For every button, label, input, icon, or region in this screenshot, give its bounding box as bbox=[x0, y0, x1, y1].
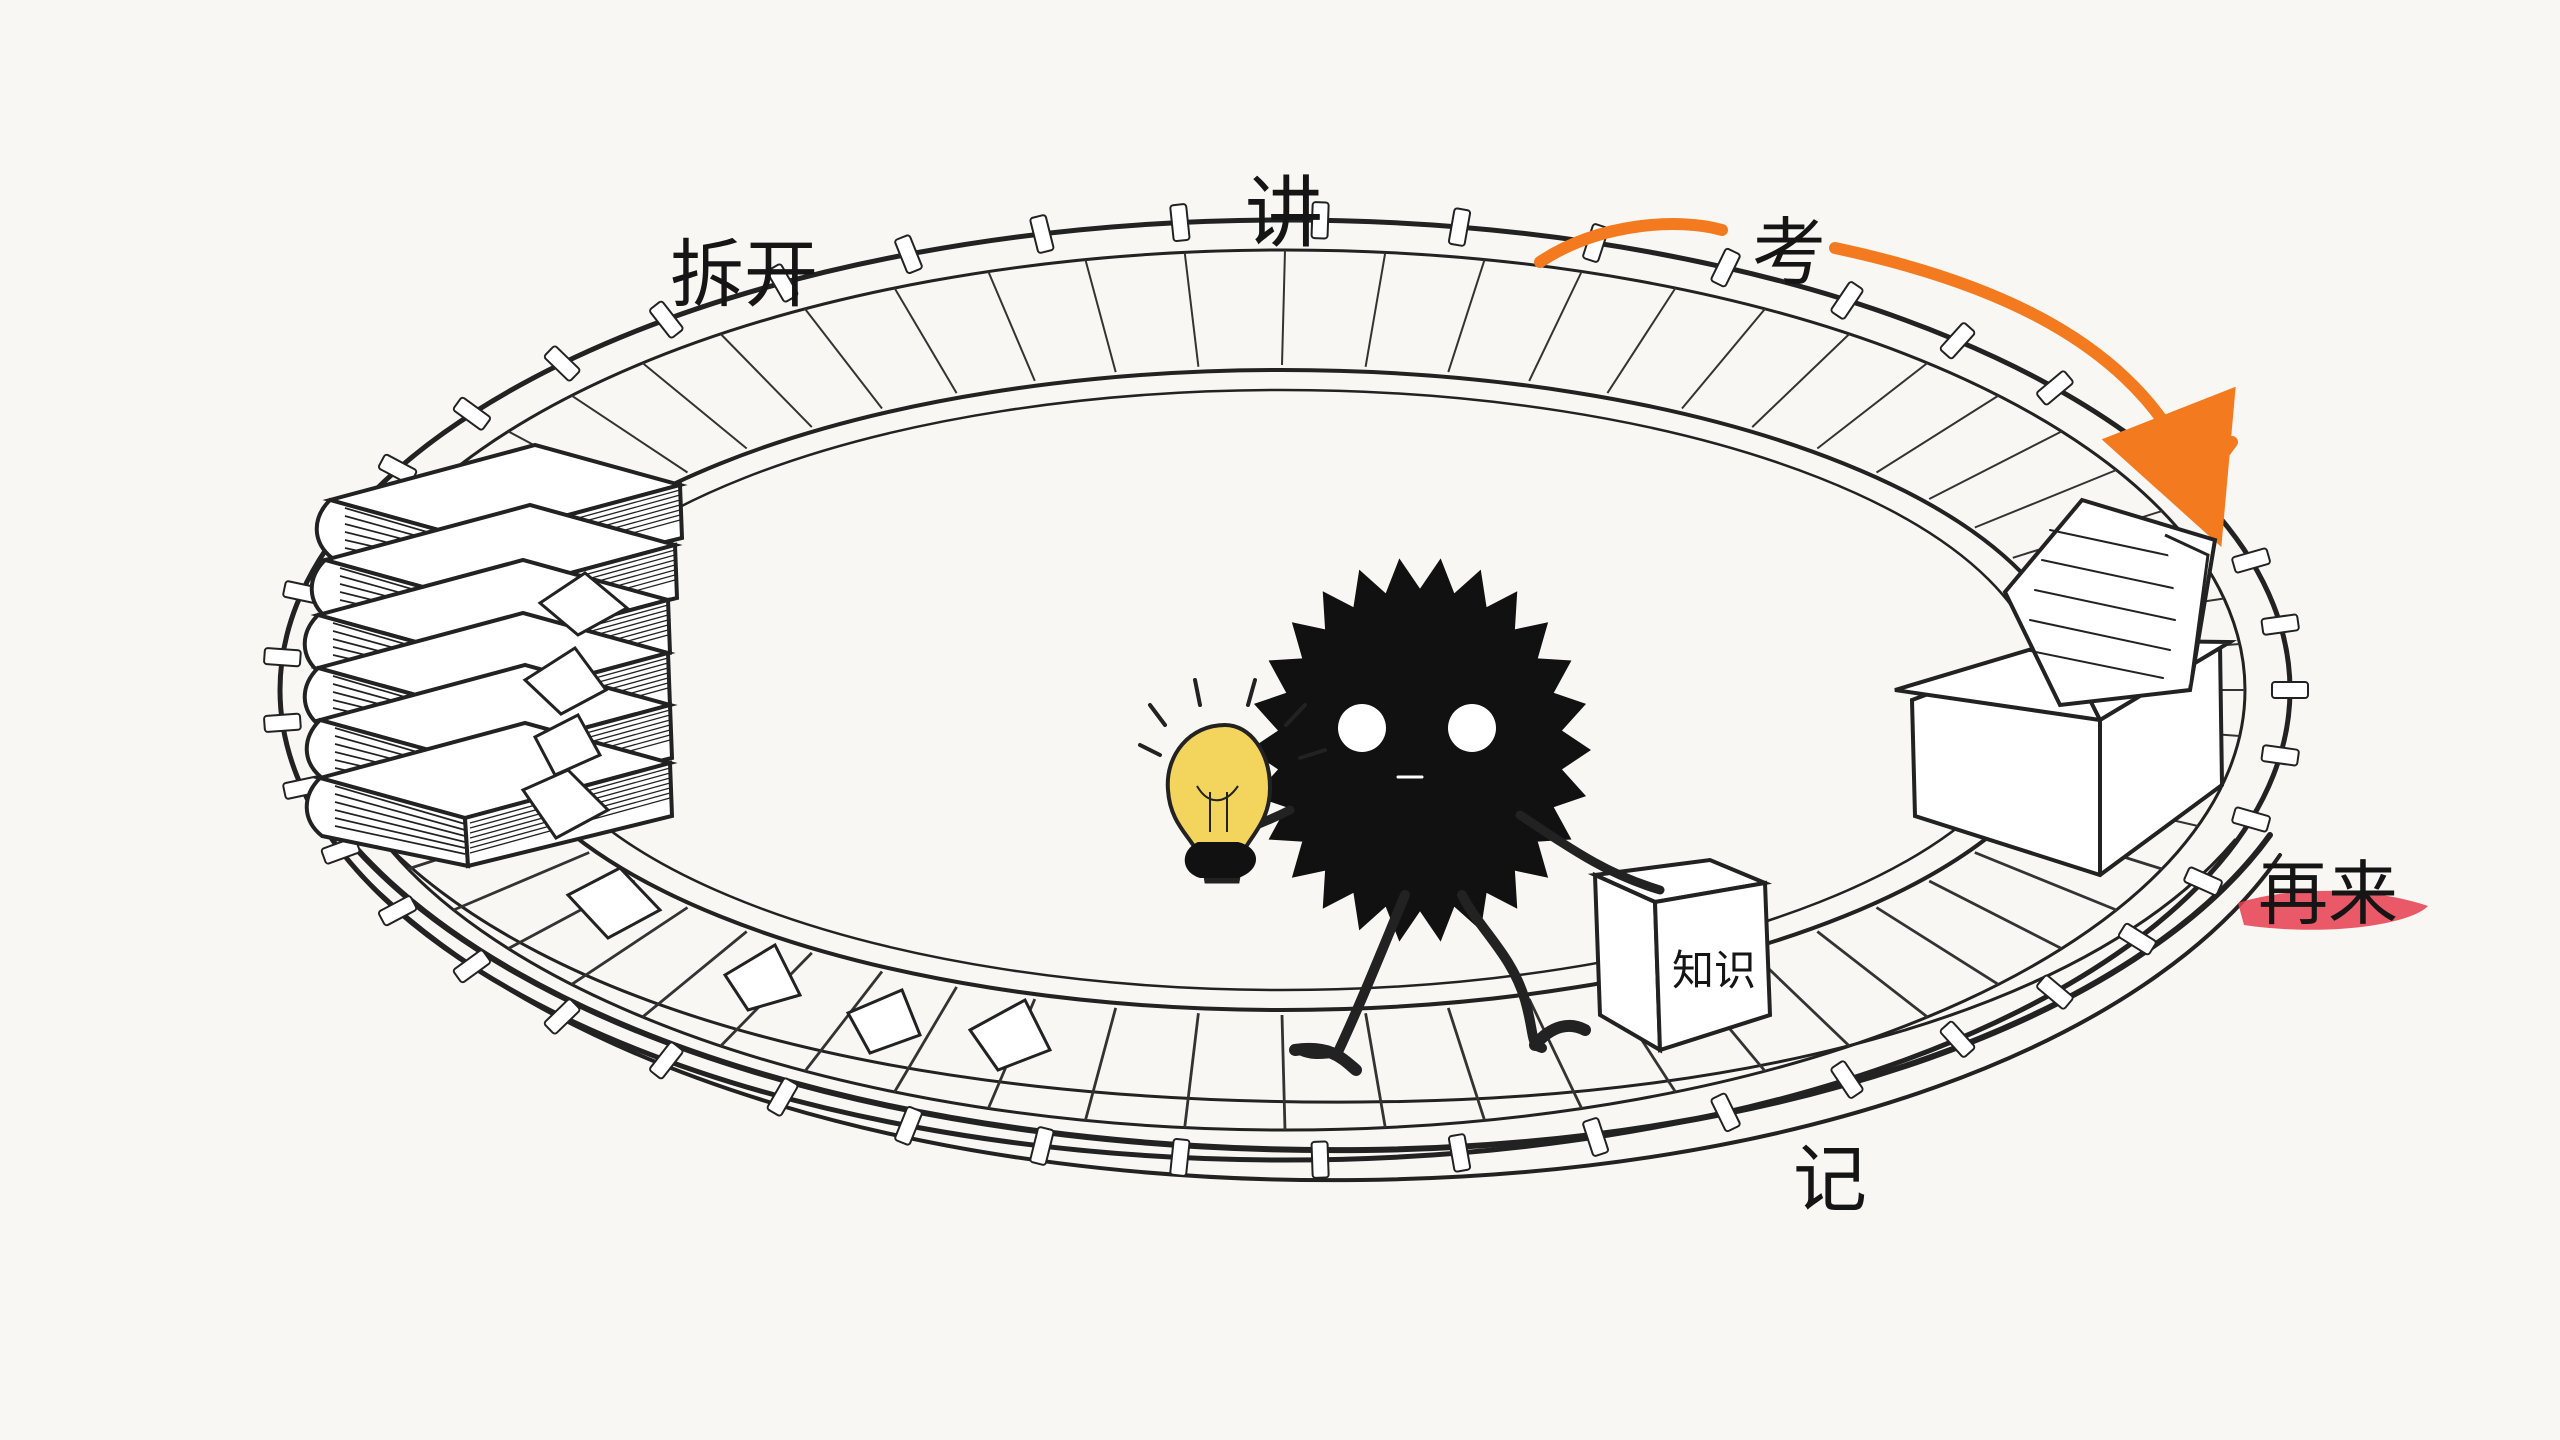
conveyor-slat bbox=[1974, 851, 2117, 912]
conveyor-slat bbox=[1183, 1013, 1200, 1128]
conveyor-foot bbox=[1939, 1020, 1976, 1058]
conveyor-slat bbox=[1681, 308, 1766, 410]
conveyor-slat bbox=[1816, 362, 1929, 450]
conveyor-foot bbox=[263, 647, 302, 668]
conveyor-slat bbox=[1183, 252, 1200, 367]
conveyor-slat bbox=[1928, 430, 2063, 500]
conveyor-foot bbox=[2036, 370, 2074, 406]
again-label: 再来 bbox=[2258, 853, 2398, 935]
remember-label: 记 bbox=[1793, 1137, 1867, 1223]
conveyor-slat bbox=[893, 287, 958, 394]
conveyor-foot bbox=[2231, 547, 2271, 574]
split-label: 拆开 bbox=[670, 232, 818, 318]
conveyor-foot bbox=[1310, 1140, 1330, 1179]
conveyor-slat bbox=[1928, 879, 2063, 950]
conveyor-slat bbox=[453, 851, 590, 912]
conveyor-slat bbox=[803, 970, 884, 1072]
conveyor-foot bbox=[2036, 974, 2074, 1010]
conveyor-foot bbox=[1029, 1126, 1055, 1166]
conveyor-foot bbox=[766, 263, 799, 303]
conveyor-slat bbox=[804, 308, 883, 410]
conveyor-slat bbox=[1447, 259, 1486, 373]
conveyor-foot bbox=[1582, 1117, 1609, 1157]
conveyor-foot bbox=[452, 949, 491, 984]
conveyor-slat bbox=[1364, 252, 1387, 367]
lightbulb-icon bbox=[1138, 678, 1327, 884]
conveyor-slat bbox=[1084, 259, 1117, 373]
conveyor-foot bbox=[1169, 203, 1191, 243]
test-label: 考 bbox=[1752, 210, 1826, 296]
paper-box-icon bbox=[1894, 497, 2238, 878]
conveyor-foot bbox=[2271, 681, 2309, 699]
conveyor-foot bbox=[1169, 1137, 1191, 1177]
conveyor-slat bbox=[641, 362, 748, 450]
curved-arrow-icon bbox=[1534, 218, 2238, 547]
conveyor-slat bbox=[1606, 287, 1677, 394]
conveyor-slat bbox=[1528, 271, 1583, 382]
conveyor-foot bbox=[2260, 744, 2300, 767]
conveyor-slat bbox=[1281, 249, 1286, 366]
conveyor-slat bbox=[1446, 1007, 1486, 1121]
conveyor-foot bbox=[1447, 207, 1472, 247]
conveyor-foot bbox=[2260, 613, 2300, 636]
fuzzy-character-icon bbox=[1215, 558, 1665, 1076]
conveyor-slat bbox=[1816, 930, 1929, 1019]
conveyor-foot bbox=[766, 1077, 799, 1117]
conveyor-slat bbox=[987, 271, 1036, 382]
conveyor-foot bbox=[452, 396, 491, 431]
conveyor-foot bbox=[649, 1041, 684, 1080]
conveyor-foot bbox=[1710, 1092, 1741, 1133]
conveyor-foot bbox=[2231, 806, 2271, 833]
conveyor-foot bbox=[1939, 322, 1976, 360]
conveyor-foot bbox=[894, 1106, 923, 1146]
knowledge-box-label: 知识 bbox=[1672, 946, 1756, 995]
conveyor-foot bbox=[1830, 281, 1864, 320]
conveyor-foot bbox=[649, 300, 684, 339]
conveyor-slat bbox=[1875, 394, 1999, 474]
conveyor-foot bbox=[1447, 1133, 1472, 1173]
again-highlight bbox=[2238, 890, 2428, 930]
knowledge-box-icon: 知识 bbox=[1587, 857, 1773, 1054]
conveyor-foot bbox=[1029, 214, 1055, 254]
conveyor-slat bbox=[641, 930, 748, 1019]
conveyor-foot bbox=[263, 712, 302, 733]
conveyor-slat bbox=[1751, 333, 1850, 428]
conveyor-foot bbox=[1710, 247, 1741, 288]
conveyor-foot bbox=[543, 345, 581, 382]
conveyor-slat bbox=[893, 986, 958, 1093]
conveyor-slat bbox=[1084, 1007, 1118, 1121]
conveyor-foot bbox=[894, 234, 923, 274]
conveyor-slat bbox=[1974, 469, 2117, 529]
conveyor-foot bbox=[378, 895, 418, 927]
conveyor-foot bbox=[543, 998, 581, 1035]
conveyor-foot bbox=[2117, 922, 2157, 956]
conveyor-foot bbox=[1310, 201, 1330, 240]
conveyor-slat bbox=[570, 906, 689, 986]
conveyor-slat bbox=[1875, 906, 2000, 986]
conveyor-slat bbox=[571, 394, 689, 474]
conveyor-slat bbox=[1527, 998, 1583, 1110]
conveyor-foot bbox=[1830, 1060, 1864, 1099]
book-stack-icon bbox=[302, 442, 1053, 1072]
conveyor-slat bbox=[1364, 1012, 1387, 1128]
conveyor-slat bbox=[1280, 1014, 1287, 1131]
conveyor-slat bbox=[719, 333, 813, 428]
conveyor-foot bbox=[2183, 866, 2223, 896]
teach-label: 讲 bbox=[1245, 169, 1323, 259]
